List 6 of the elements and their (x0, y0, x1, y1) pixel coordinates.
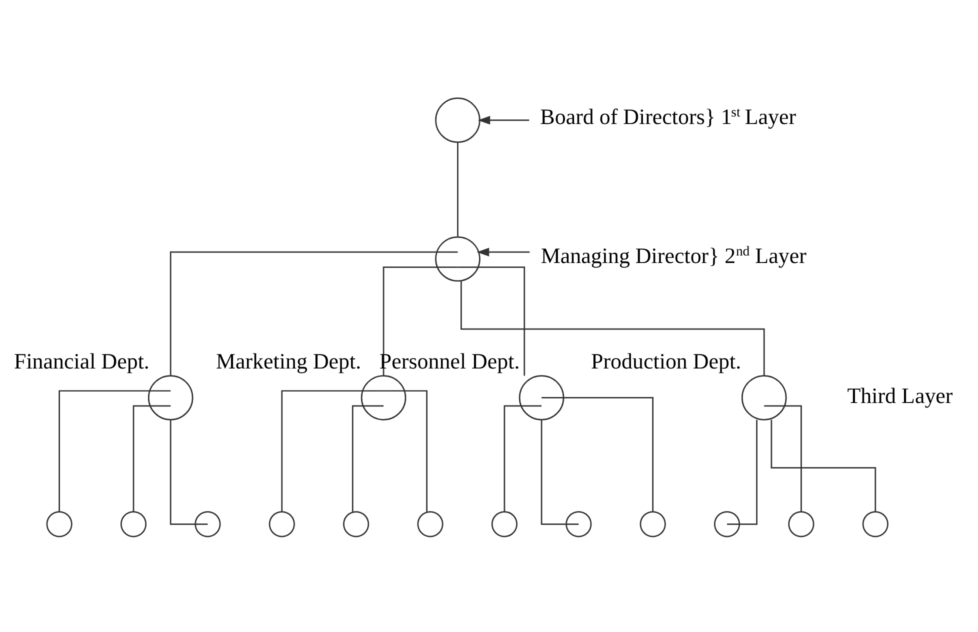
label: Third Layer (847, 382, 953, 408)
node-label: Marketing Dept. (216, 348, 362, 374)
node-text: Board of Directors} 1$^{st}$ Layer (540, 104, 796, 130)
node-label: Production Dept. (591, 348, 742, 374)
node-label: Financial Dept. (14, 348, 150, 374)
node-text: Managing Director} 2$^{nd}$ Layer (540, 242, 806, 268)
